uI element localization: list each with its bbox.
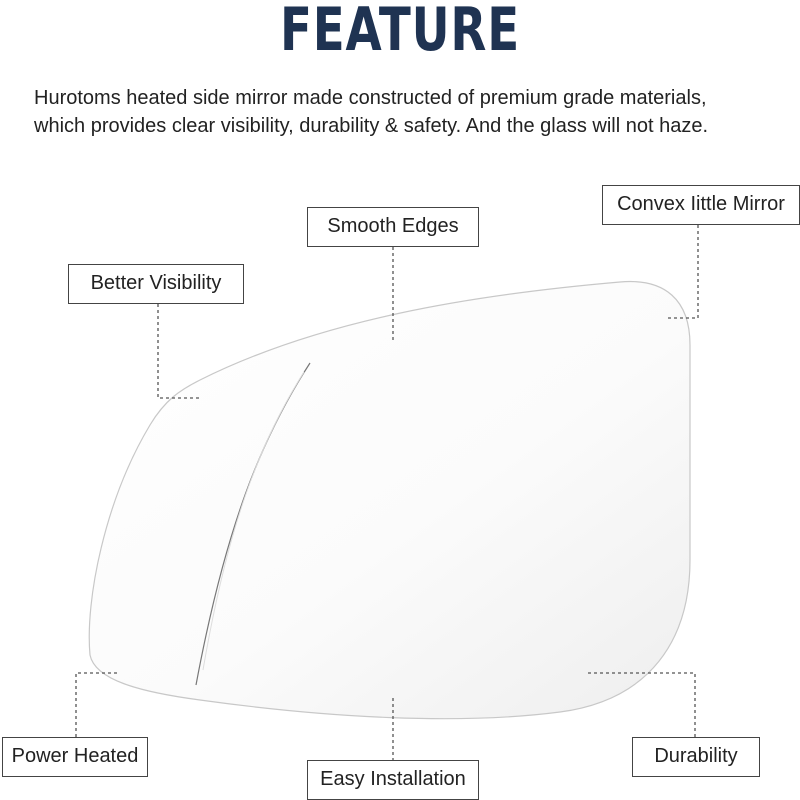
description-line-2: which provides clear visibility, durabil… bbox=[34, 115, 709, 137]
label-easy-installation: Easy Installation bbox=[307, 760, 479, 800]
mirror-glass bbox=[88, 280, 691, 720]
label-durability: Durability bbox=[632, 737, 760, 777]
label-better-visibility: Better Visibility bbox=[68, 264, 244, 304]
blind-spot-highlight bbox=[202, 371, 305, 671]
leader-lines bbox=[75, 225, 699, 760]
page-title: FEATURE bbox=[280, 0, 520, 65]
description-line-1: Hurotoms heated side mirror made constru… bbox=[34, 87, 707, 109]
label-smooth-edges: Smooth Edges bbox=[307, 207, 479, 247]
leader-convex-mirror bbox=[665, 225, 699, 319]
label-power-heated: Power Heated bbox=[2, 737, 148, 777]
leader-better-visibility bbox=[157, 304, 200, 399]
label-convex-mirror: Convex Iittle Mirror bbox=[602, 185, 800, 225]
product-description: Hurotoms heated side mirror made constru… bbox=[34, 84, 794, 140]
leader-power-heated bbox=[75, 672, 120, 737]
